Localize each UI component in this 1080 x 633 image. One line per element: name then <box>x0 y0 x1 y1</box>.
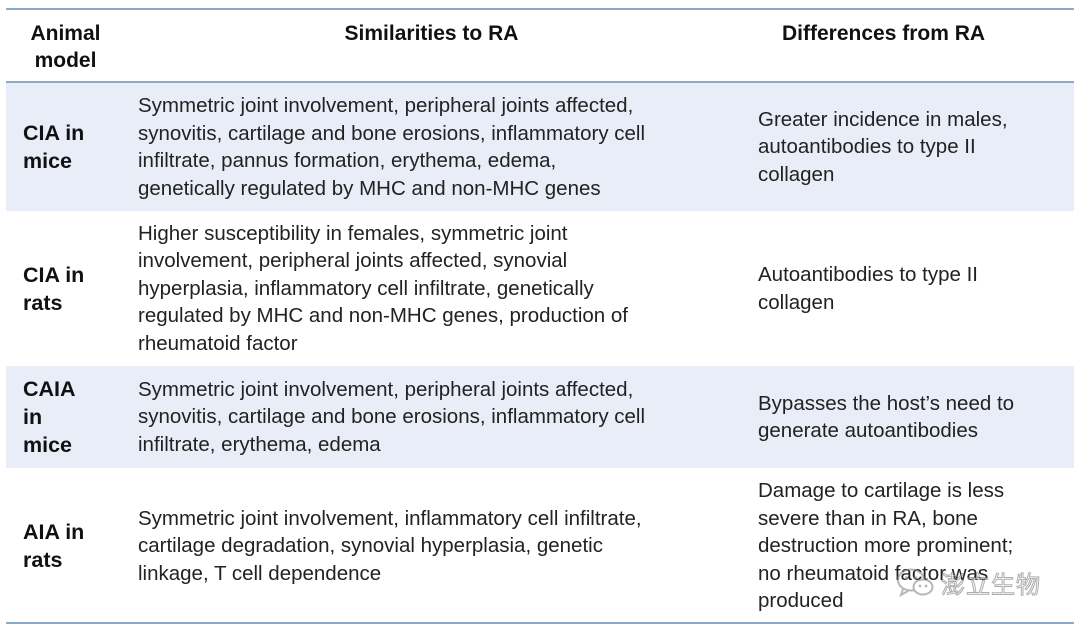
similarities-cell: Symmetric joint involvement, inflammator… <box>138 506 642 585</box>
header-similarities: Similarities to RA <box>126 10 736 83</box>
wechat-logo-icon <box>895 566 935 600</box>
similarities-cell: Symmetric joint involvement, peripheral … <box>126 366 736 468</box>
watermark-text: 澎立生物 <box>941 571 1041 600</box>
watermark: 澎立生物 <box>895 565 1041 600</box>
similarities-cell: Symmetric joint involvement, peripheral … <box>126 82 736 211</box>
differences-cell: Greater incidence in males,autoantibodie… <box>736 82 1074 211</box>
header-differences: Differences from RA <box>736 10 1074 83</box>
similarities-cell: Higher susceptibility in females, symmet… <box>138 221 628 355</box>
